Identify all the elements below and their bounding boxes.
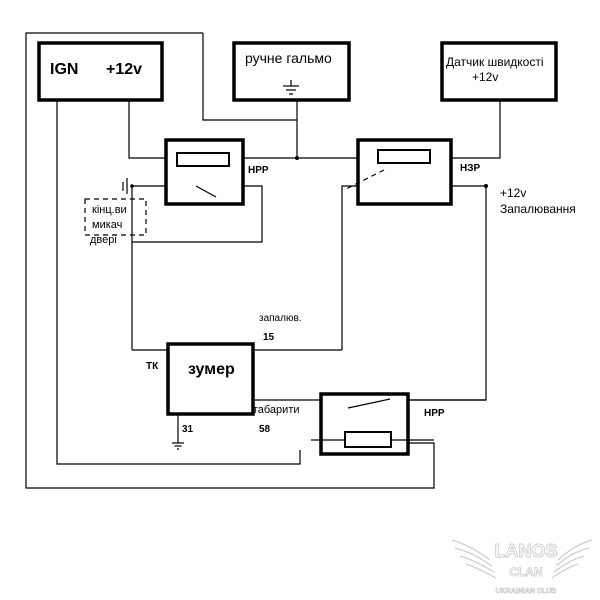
junction-dot [130,184,134,188]
buzzer-side-label: ТК [146,361,159,372]
relay-coil [176,152,230,167]
wire-outer-loop [25,32,435,489]
buzzer-label: зумер [188,361,235,378]
relay-nzr-top [356,138,453,206]
junction-dot [295,156,299,160]
logo-subtitle: UKRAINIAN CLUB [495,588,557,596]
wire-ign-12v-bus [128,100,501,159]
wire-top-to-handbrake-junction [202,33,297,121]
pin58-label: габарити [254,404,300,416]
door-switch-label-1: кінц.ви [92,204,127,216]
pin31-number: 31 [182,424,194,435]
relay-coil [344,431,392,448]
logo-clan: CLAN [509,565,543,580]
wire-ign-left-down [56,100,301,465]
ign-box [37,41,164,102]
speed-sensor-voltage: +12v [472,70,499,84]
relay-nzr-label: НЗР [460,163,481,174]
logo-lanos: LANOS [494,541,558,562]
pin15-label: запалюв. [259,313,302,324]
speed-sensor-box [440,41,558,102]
door-switch-label-3: двері [90,234,117,246]
pin58-number: 58 [259,424,271,435]
door-switch-box [84,198,147,236]
handbrake-label: ручне гальмо [245,50,332,66]
ign-voltage: +12v [106,61,143,78]
ignition-supply-voltage: +12v [500,186,527,200]
relay-switch-contact [195,185,217,198]
ignition-supply-label: Запалювання [500,202,576,216]
wire-nzr-contact [341,185,487,401]
junction-dot [484,184,488,188]
relay-switch-contact [347,398,391,409]
relay-hpp-bottom-label: НРР [424,408,445,419]
ign-label: IGN [50,61,79,78]
relay-coil [377,149,431,164]
pin15-number: 15 [263,332,275,343]
door-switch-label-2: микач [92,219,123,231]
relay-switch-contact [343,169,385,191]
speed-sensor-label: Датчик швидкості [446,55,544,69]
relay-hpp-top-label: НРР [248,165,269,176]
relay-hpp-top [164,138,245,206]
wing-right-icon [551,539,593,579]
lanos-clan-logo [451,539,593,579]
buzzer-box [166,342,255,416]
wing-left-icon [451,539,497,579]
